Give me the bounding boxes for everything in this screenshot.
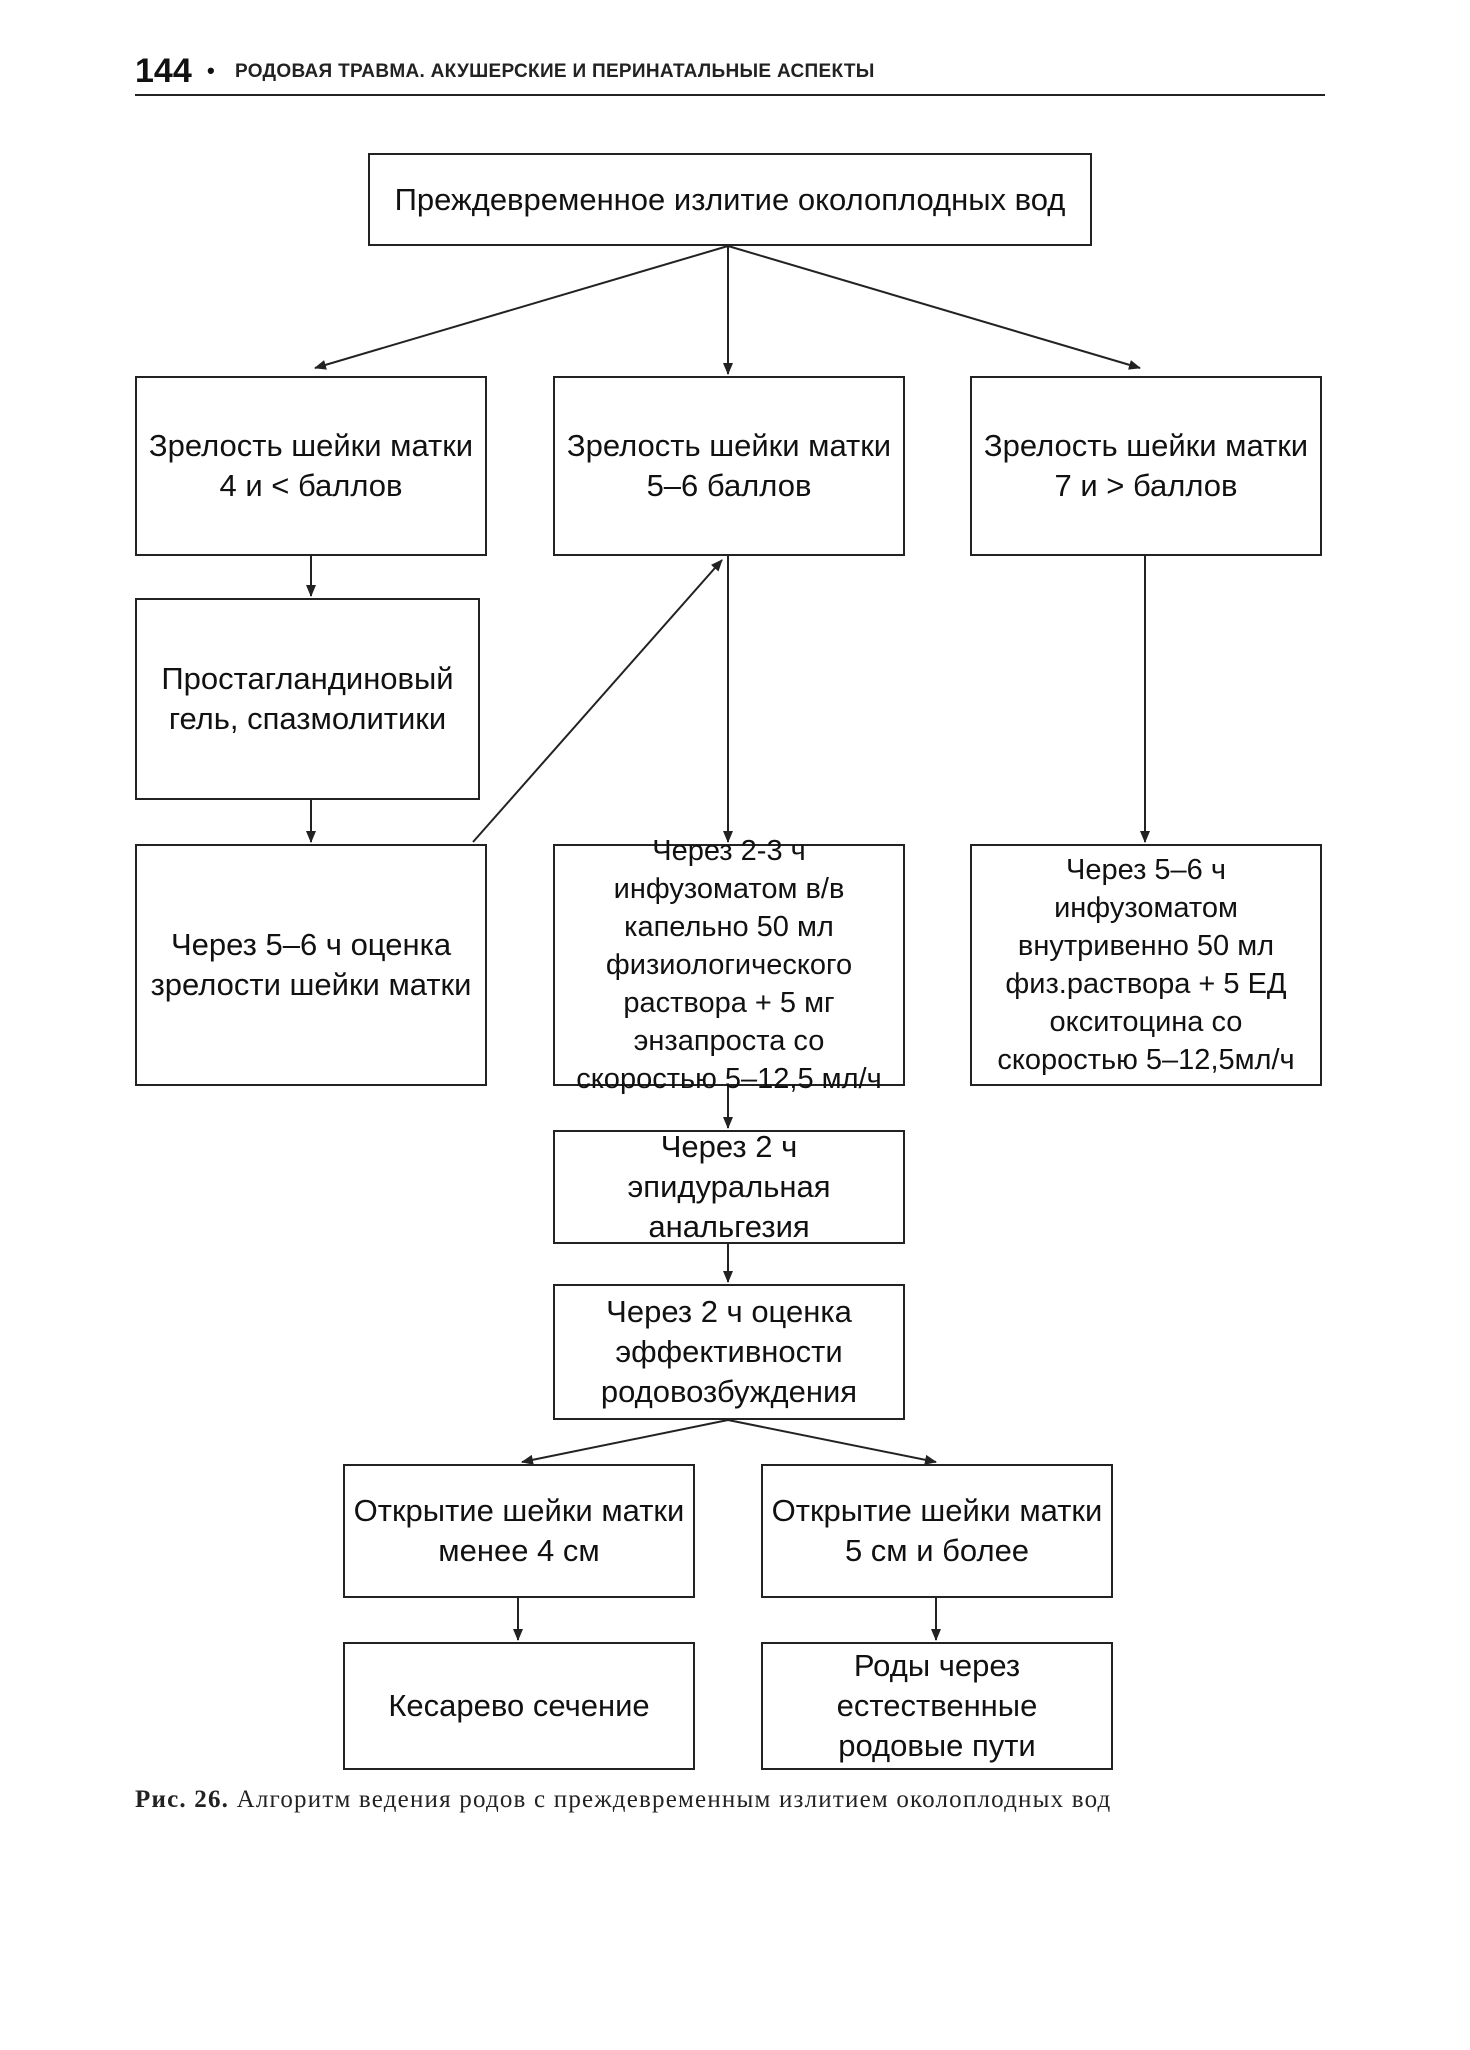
root-text: Преждевременное излитие околоплодных вод xyxy=(394,181,1066,217)
page-number: 144 xyxy=(135,52,192,90)
dilation-low-box: Открытие шейки матки менее 4 см xyxy=(343,1464,695,1598)
cesarean-text: Кесарево сечение xyxy=(388,1688,650,1723)
epidural-text: Через 2 ч эпидуральная анальгезия xyxy=(627,1129,831,1244)
dilation-high-text: Открытие шейки матки 5 см и более xyxy=(771,1493,1103,1568)
dilation-low-text: Открытие шейки матки менее 4 см xyxy=(353,1493,685,1568)
efficacy-text: Через 2 ч оценка эффективности родовозбу… xyxy=(600,1294,858,1409)
caption-label: Рис. 26. xyxy=(135,1786,230,1813)
maturity-low-box: Зрелость шейки матки 4 и < баллов xyxy=(135,376,487,556)
enzaprost-box: Через 2-3 ч инфузоматом в/в капельно 50 … xyxy=(553,835,905,1095)
arrow-root-to-low xyxy=(314,245,729,370)
maturity-low-text: Зрелость шейки матки 4 и < баллов xyxy=(148,428,474,503)
arrow-root-to-high xyxy=(727,245,1141,370)
prostaglandin-box: Простагландиновый гель, спазмолитики xyxy=(135,598,480,800)
oxytocin-box: Через 5–6 ч инфузоматом внутривенно 50 м… xyxy=(970,844,1322,1086)
root-box: Преждевременное излитие околоплодных вод xyxy=(368,153,1092,246)
arrow-efficacy-to-dilation-low xyxy=(521,1419,729,1465)
maturity-mid-box: Зрелость шейки матки 5–6 баллов xyxy=(553,376,905,556)
arrow-reassess-to-mid xyxy=(472,559,723,843)
reassess-box: Через 5–6 ч оценка зрелости шейки матки xyxy=(135,844,487,1086)
figure-caption: Рис. 26. Алгоритм ведения родов с прежде… xyxy=(135,1780,1325,1820)
oxytocin-text: Через 5–6 ч инфузоматом внутривенно 50 м… xyxy=(997,854,1295,1076)
maturity-mid-text: Зрелость шейки матки 5–6 баллов xyxy=(566,428,892,503)
arrow-efficacy-to-dilation-high xyxy=(727,1419,937,1465)
vaginal-text: Роды через естественные родовые пути xyxy=(836,1648,1038,1763)
cesarean-box: Кесарево сечение xyxy=(343,1642,695,1770)
prostaglandin-text: Простагландиновый гель, спазмолитики xyxy=(161,661,454,736)
dilation-high-box: Открытие шейки матки 5 см и более xyxy=(761,1464,1113,1598)
efficacy-box: Через 2 ч оценка эффективности родовозбу… xyxy=(553,1284,905,1420)
vaginal-box: Роды через естественные родовые пути xyxy=(761,1642,1113,1770)
header-separator: • xyxy=(207,58,215,83)
maturity-high-text: Зрелость шейки матки 7 и > баллов xyxy=(983,428,1309,503)
running-title: РОДОВАЯ ТРАВМА. АКУШЕРСКИЕ И ПЕРИНАТАЛЬН… xyxy=(235,61,875,82)
caption-text: Алгоритм ведения родов с преждевременным… xyxy=(236,1786,1112,1813)
enzaprost-text: Через 2-3 ч инфузоматом в/в капельно 50 … xyxy=(576,835,882,1095)
reassess-text: Через 5–6 ч оценка зрелости шейки матки xyxy=(150,927,472,1002)
running-header: 144 • РОДОВАЯ ТРАВМА. АКУШЕРСКИЕ И ПЕРИН… xyxy=(135,52,1325,96)
epidural-box: Через 2 ч эпидуральная анальгезия xyxy=(553,1129,905,1244)
maturity-high-box: Зрелость шейки матки 7 и > баллов xyxy=(970,376,1322,556)
